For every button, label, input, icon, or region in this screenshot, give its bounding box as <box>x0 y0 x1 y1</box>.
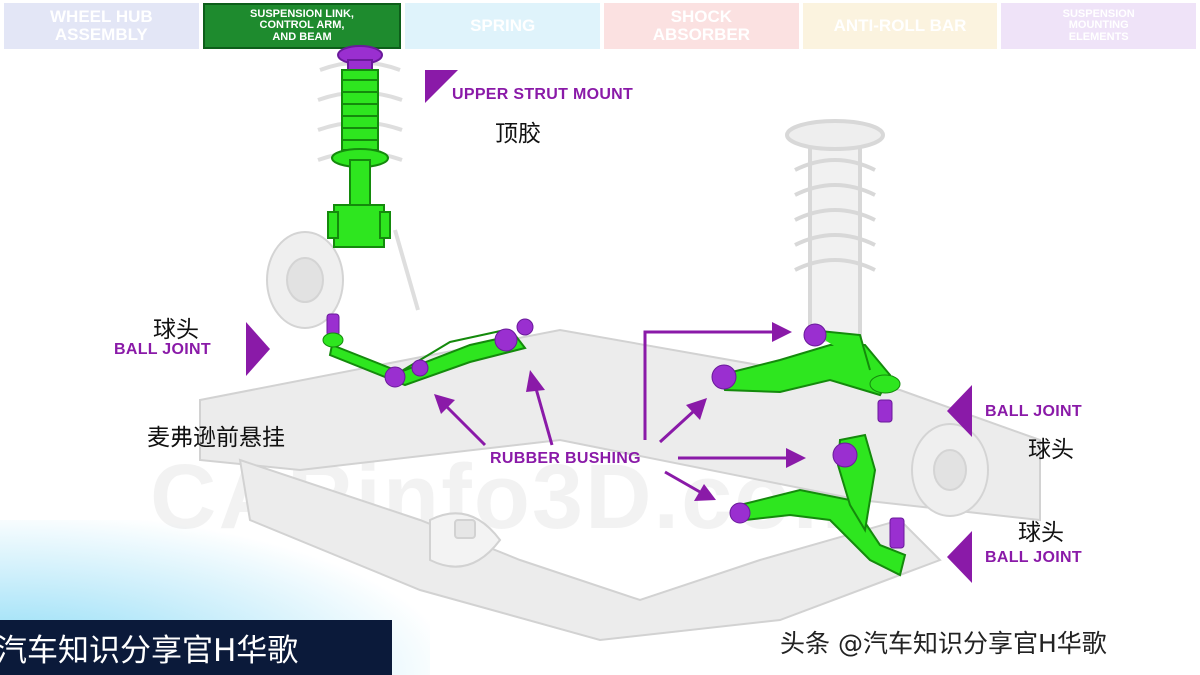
annotation-markers <box>246 70 972 583</box>
ball-joint-right-bottom-cn-label: 球头 <box>1018 520 1064 546</box>
author-credit: 头条 @汽车知识分享官H华歌 <box>780 629 1107 658</box>
tab-label-line: MOUNTING <box>1068 19 1129 32</box>
tab-label-line: SPRING <box>470 16 536 36</box>
tab-label-line: ANTI-ROLL BAR <box>833 16 967 36</box>
rubber-bushing-arrows <box>434 322 806 501</box>
right-upper-control-arm <box>711 323 901 423</box>
ball-joint-left-cn-label: 球头 <box>153 317 199 343</box>
tab-label-line: ELEMENTS <box>1068 30 1129 43</box>
tab-label-line: ASSEMBLY <box>54 25 148 44</box>
tab-label-line: SUSPENSION LINK, <box>250 7 354 20</box>
macpherson-suspension-cn-label: 麦弗逊前悬挂 <box>147 425 285 451</box>
left-control-arm <box>322 313 534 388</box>
upper-strut-mount-marker <box>425 70 458 103</box>
right-lower-control-arm <box>729 433 907 577</box>
tab-label-line: SHOCK <box>670 7 733 27</box>
wheel-hub-illustration <box>266 231 989 517</box>
tab-suspension-link-control-arm-beam[interactable]: SUSPENSION LINK,CONTROL ARM,AND BEAM <box>202 3 402 49</box>
tab-label-line: CONTROL ARM, <box>259 19 345 32</box>
tab-spring[interactable]: SPRING <box>405 3 601 49</box>
upper-strut-green <box>327 45 391 248</box>
ball-joint-left-marker <box>246 322 270 376</box>
channel-name: 汽车知识分享官H华歌 <box>0 633 299 669</box>
tab-label-line: WHEEL HUB <box>50 7 153 27</box>
ball-joint-right-top-cn-label: 球头 <box>1028 437 1074 463</box>
upper-strut-mount-label: UPPER STRUT MOUNT <box>452 86 634 103</box>
right-strut-illustration <box>785 119 885 342</box>
ball-joint-left-label: BALL JOINT <box>114 341 211 358</box>
channel-brand-banner: 汽车知识分享官H华歌 <box>0 620 392 675</box>
upper-strut-mount-cn-label: 顶胶 <box>495 121 541 147</box>
tab-label-line: ABSORBER <box>652 25 750 44</box>
ball-joint-right-top-label: BALL JOINT <box>985 403 1082 420</box>
rubber-bushing-label: RUBBER BUSHING <box>490 450 641 467</box>
ball-joint-right-top-marker <box>947 385 972 437</box>
ball-joint-right-bottom-label: BALL JOINT <box>985 549 1082 566</box>
tab-label-line: AND BEAM <box>272 30 332 43</box>
ball-joint-right-bottom-marker <box>947 531 972 583</box>
tab-anti-roll-bar[interactable]: ANTI-ROLL BAR <box>802 3 998 49</box>
tab-label-line: SUSPENSION <box>1062 7 1135 20</box>
